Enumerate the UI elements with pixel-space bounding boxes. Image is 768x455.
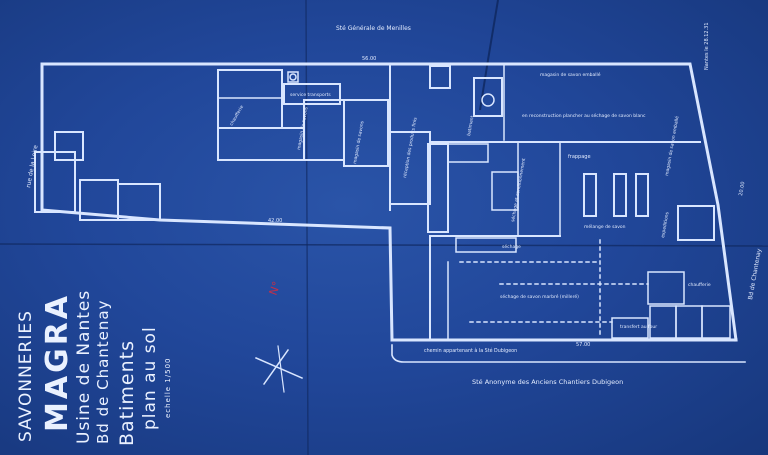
- fold-line-horizontal: [0, 243, 768, 247]
- store-mid2-room: [343, 99, 389, 167]
- title-street: Bd de Chantenay: [94, 299, 112, 444]
- reception-room: [389, 131, 431, 205]
- shelter-label: batiment: [466, 115, 475, 136]
- left-annex-hall: [34, 151, 76, 213]
- left-annex-shop: [117, 183, 161, 221]
- office-label: service transports: [290, 92, 331, 98]
- press-1: [583, 173, 597, 217]
- shed-label: chaufferie: [229, 104, 246, 127]
- shed-room: [217, 69, 283, 129]
- dim-left: 42.00: [268, 218, 282, 224]
- building-outline-top: [40, 62, 738, 342]
- title-building: Batiments: [116, 340, 138, 446]
- top-right-note: Nantes le 28.12.31: [704, 22, 710, 70]
- red-stamp-mark: N°: [267, 280, 284, 297]
- press-3: [635, 173, 649, 217]
- drying-label: séchage: [502, 243, 521, 250]
- stamping-label: frappage: [568, 154, 591, 160]
- neighbor-top-label: Sté Générale de Menilles: [336, 25, 411, 32]
- title-company: SAVONNERIES: [16, 310, 36, 442]
- dim-mid: 57.00: [576, 342, 590, 348]
- transfer-label: transfert au four: [620, 324, 657, 330]
- store-top-label: magasin de savon emballé: [540, 71, 601, 78]
- title-scale: echelle 1/500: [164, 357, 172, 419]
- office-room: [283, 83, 341, 105]
- dim-top: 56.00: [362, 56, 376, 62]
- reception-label: réception des produits finis: [401, 116, 419, 178]
- shelter-room: [473, 77, 503, 117]
- north-arrow-icon: [255, 345, 303, 393]
- yard-note-label: chaufferie: [688, 282, 711, 288]
- neighbor-right-label: Bd de Chantenay: [747, 248, 763, 301]
- title-brand: MAGRA: [40, 292, 75, 432]
- path-curb: [391, 344, 746, 363]
- mixing-label: mélange de savon: [584, 223, 626, 230]
- dispatch-room: [677, 205, 715, 241]
- paper-tear: [479, 0, 499, 111]
- floor-note-label: en reconstruction plancher au séchage de…: [522, 112, 646, 119]
- press-2: [613, 173, 627, 217]
- dispatch-label: expeditions: [660, 211, 671, 238]
- title-view: plan au sol: [140, 326, 160, 430]
- store-right-label: magasin de savon emballé: [663, 115, 680, 176]
- fold-line-vertical: [305, 0, 309, 455]
- store-left-room: [217, 127, 305, 161]
- title-plant: Usine de Nantes: [74, 289, 94, 444]
- store-mid-label: magasin de savons: [352, 120, 366, 164]
- path-label: chemin appartenant à la Sté Dubigeon: [424, 347, 517, 354]
- dim-right: 20.00: [738, 181, 746, 196]
- tank-column: [427, 143, 449, 233]
- cooling-label: séchage de savon marbré (milleré): [500, 293, 579, 300]
- neighbor-left-label: rue de la Loire: [25, 144, 39, 188]
- neighbor-bottom-label: Sté Anonyme des Anciens Chantiers Dubige…: [472, 378, 623, 386]
- store-mid-room: [303, 99, 345, 161]
- transfer-room: [611, 317, 649, 339]
- left-annex-room: [54, 131, 84, 161]
